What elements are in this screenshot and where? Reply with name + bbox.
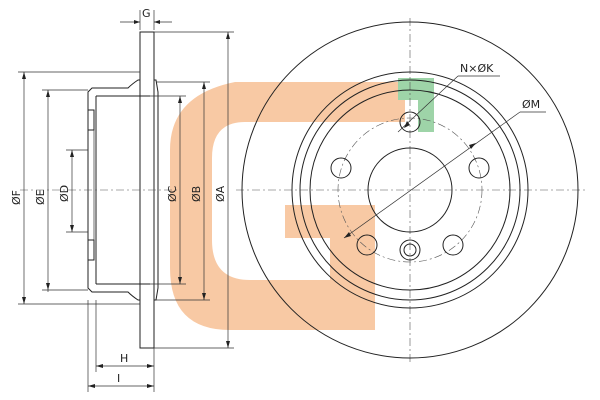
logo-orange-g — [170, 82, 405, 330]
dimension-f: ØF — [10, 71, 140, 305]
bolt-hole — [468, 157, 490, 179]
bolt-hole — [399, 111, 421, 133]
callout-m: ØM — [343, 98, 546, 239]
bolt-hole — [442, 234, 464, 256]
callout-nk: N×ØK — [397, 62, 500, 133]
label-a: ØA — [214, 185, 227, 202]
dimension-e: ØE — [34, 89, 88, 292]
label-e: ØE — [34, 189, 47, 205]
dimension-a: ØA — [154, 31, 234, 349]
disc-side-profile — [20, 31, 180, 349]
dimension-d: ØD — [58, 149, 88, 233]
label-i: I — [117, 372, 120, 385]
label-nk: N×ØK — [460, 62, 494, 75]
dimension-i: I — [87, 300, 154, 392]
label-c: ØC — [166, 185, 179, 202]
label-f: ØF — [10, 190, 23, 205]
label-d: ØD — [58, 185, 71, 202]
disc-front-view — [236, 18, 588, 362]
bolt-hole — [356, 234, 378, 256]
locating-hole — [399, 239, 421, 261]
label-b: ØB — [190, 186, 203, 202]
dimension-b: ØB — [156, 81, 210, 301]
bolt-hole — [330, 157, 352, 179]
dimension-h: H — [95, 300, 155, 392]
label-h: H — [120, 352, 128, 365]
dimension-g: G — [120, 7, 172, 30]
dimension-c: ØC — [150, 95, 186, 285]
label-g: G — [142, 7, 151, 20]
brand-logo-watermark — [170, 78, 434, 330]
label-m: ØM — [522, 98, 540, 111]
